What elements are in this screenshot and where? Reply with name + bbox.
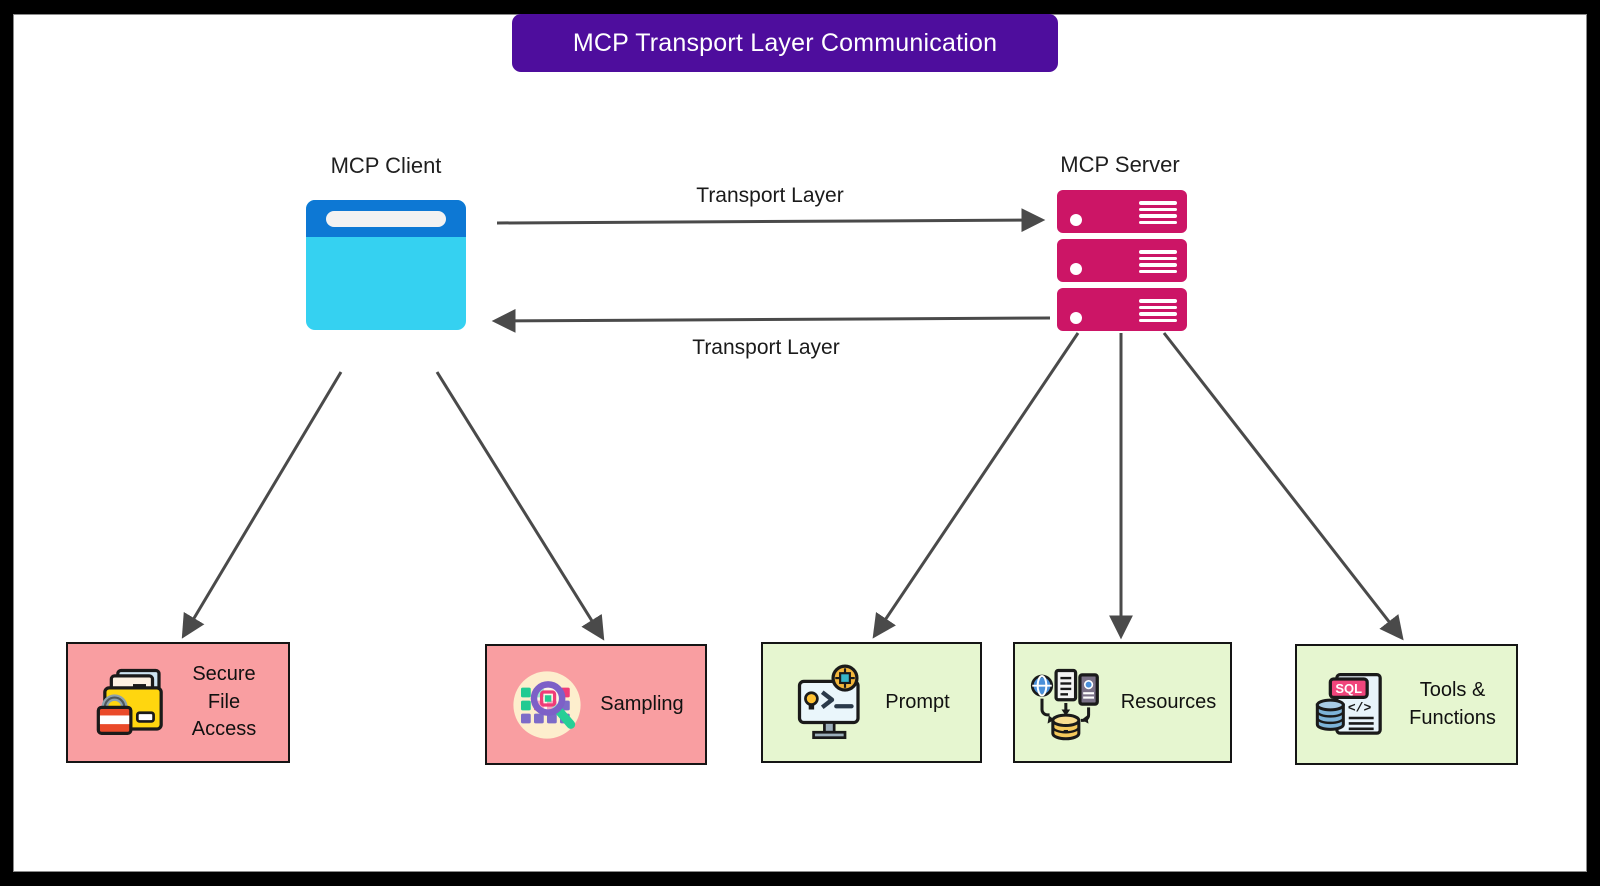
box-label: Sampling (600, 692, 684, 715)
box-prompt: Prompt (761, 642, 982, 763)
box-secure-file-access: Secure File Access (66, 642, 290, 763)
browser-window-icon (306, 200, 466, 330)
mcp-server-label: MCP Server (1060, 152, 1180, 177)
server-vents-icon (1139, 201, 1177, 224)
transport-layer-label-bottom: Transport Layer (692, 336, 840, 359)
box-label: Resources (1120, 690, 1217, 713)
box-resources: Resources (1013, 642, 1232, 763)
server-led-icon (1070, 214, 1082, 226)
server-led-icon (1070, 312, 1082, 324)
box-sampling: Sampling (485, 644, 707, 765)
svg-text:SQL: SQL (1335, 681, 1362, 696)
box-tools-functions: SQL </> Tools & Functions (1295, 644, 1518, 765)
data-sources-icon (1030, 668, 1099, 740)
diagram-title-banner: MCP Transport Layer Communication (512, 14, 1058, 72)
transport-layer-label-top: Transport Layer (696, 184, 844, 207)
server-vents-icon (1139, 299, 1177, 322)
server-unit (1057, 288, 1187, 331)
svg-text:</>: </> (1347, 700, 1371, 715)
box-label: Tools & Functions (1409, 678, 1496, 729)
server-stack-icon (1057, 190, 1187, 331)
box-label: Prompt (885, 690, 950, 713)
server-led-icon (1070, 263, 1082, 275)
mcp-client-label: MCP Client (330, 153, 442, 178)
diagram-title: MCP Transport Layer Communication (572, 28, 998, 57)
magnifier-grid-icon (513, 670, 581, 739)
monitor-chip-icon (798, 664, 860, 739)
box-label: Secure File Access (191, 663, 257, 741)
browser-addressbar (326, 211, 446, 227)
server-unit (1057, 190, 1187, 233)
folder-lock-icon (96, 668, 163, 735)
sql-document-icon: SQL </> (1315, 672, 1382, 735)
server-unit (1057, 239, 1187, 282)
server-vents-icon (1139, 250, 1177, 273)
